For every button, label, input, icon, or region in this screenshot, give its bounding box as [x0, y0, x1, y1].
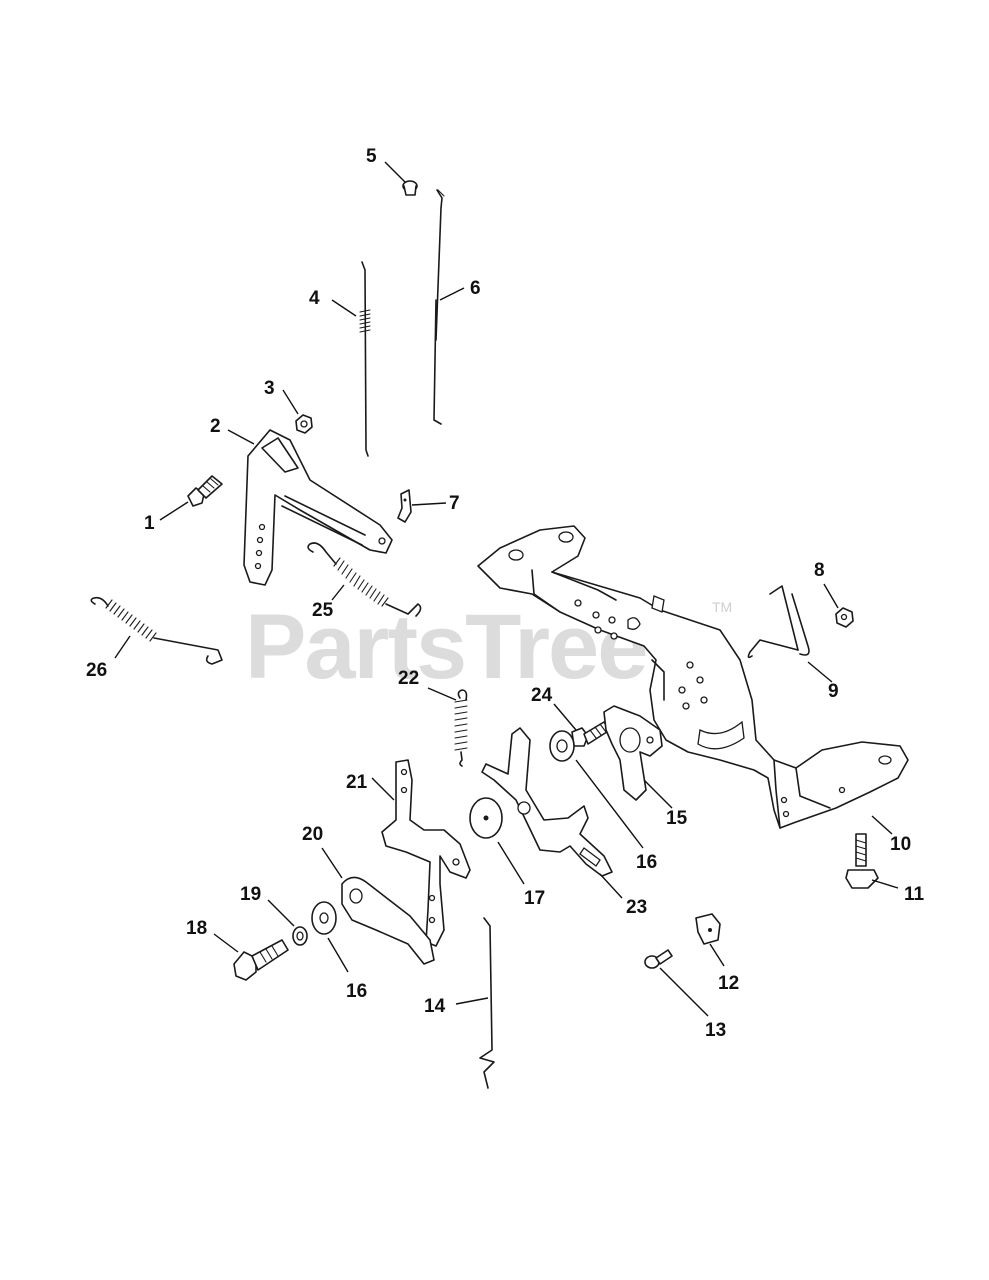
part-18-bolt[interactable] — [233, 939, 289, 981]
callout-7: 7 — [449, 493, 460, 514]
callout-13: 13 — [705, 1020, 726, 1041]
callout-3: 3 — [264, 378, 275, 399]
part-16-washer-lower[interactable] — [311, 901, 337, 935]
part-25-spring[interactable] — [307, 542, 422, 617]
part-16-washer-upper[interactable] — [549, 730, 575, 762]
part-17-washer[interactable] — [469, 797, 503, 839]
callout-19: 19 — [240, 884, 261, 905]
callout-1: 1 — [144, 513, 155, 534]
part-3-nut[interactable] — [295, 414, 313, 434]
part-13-screw[interactable] — [644, 949, 673, 969]
part-14-link-rod[interactable] — [479, 917, 495, 1089]
callout-6: 6 — [470, 278, 481, 299]
callout-21: 21 — [346, 772, 368, 793]
callout-17: 17 — [524, 888, 545, 909]
callout-9: 9 — [828, 681, 839, 702]
part-20-choke-lever[interactable] — [341, 876, 435, 965]
callout-16-upper: 16 — [636, 852, 657, 873]
part-7-clip[interactable] — [397, 489, 412, 523]
callout-18: 18 — [186, 918, 207, 939]
part-23-control-lever[interactable] — [481, 727, 613, 877]
callout-11: 11 — [904, 884, 925, 905]
callout-24: 24 — [531, 685, 553, 706]
part-24-screw[interactable] — [571, 721, 611, 747]
watermark-trademark: TM — [712, 599, 732, 615]
part-6-rod[interactable] — [433, 189, 445, 425]
part-10-control-bracket[interactable] — [477, 525, 909, 829]
callout-23: 23 — [626, 897, 647, 918]
leader-lines — [114, 161, 899, 1017]
callout-8: 8 — [814, 560, 825, 581]
callout-labels: 5 4 6 3 2 1 7 25 26 22 8 9 24 15 16 10 1… — [86, 146, 925, 1041]
callout-12: 12 — [718, 973, 739, 994]
part-21-lever[interactable] — [381, 759, 471, 947]
callout-15: 15 — [666, 808, 688, 829]
callout-22: 22 — [398, 668, 419, 689]
part-2-lever-bracket[interactable] — [243, 429, 393, 586]
part-22-spring[interactable] — [454, 689, 468, 767]
callout-10: 10 — [890, 834, 911, 855]
callout-16-lower: 16 — [346, 981, 367, 1002]
callout-26: 26 — [86, 660, 107, 681]
callout-2: 2 — [210, 416, 221, 437]
part-8-nut[interactable] — [835, 607, 854, 628]
callout-4: 4 — [309, 288, 320, 309]
part-26-spring[interactable] — [90, 596, 223, 665]
part-5-screw[interactable] — [402, 180, 418, 196]
callout-25: 25 — [312, 600, 334, 621]
part-1-screw[interactable] — [187, 475, 223, 507]
callout-20: 20 — [302, 824, 323, 845]
part-15-governor-arm[interactable] — [603, 705, 663, 801]
part-19-washer[interactable] — [292, 926, 308, 946]
callout-5: 5 — [366, 146, 377, 167]
part-4-spring-rod[interactable] — [359, 261, 371, 457]
part-12-clip[interactable] — [695, 913, 721, 945]
part-11-bolt[interactable] — [845, 833, 879, 889]
callout-14: 14 — [424, 996, 446, 1017]
part-9-wire-link[interactable] — [747, 585, 810, 659]
